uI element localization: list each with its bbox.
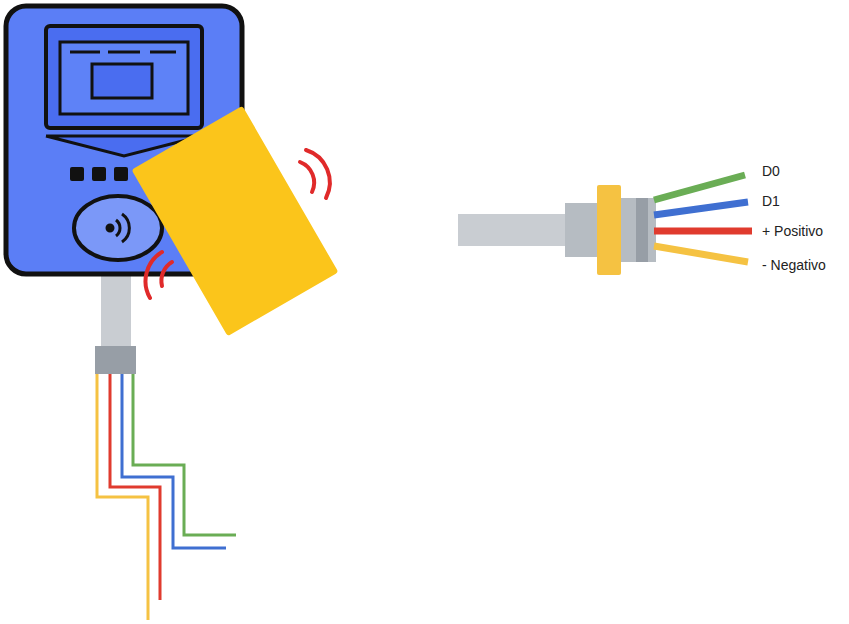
radio-waves [146, 150, 330, 298]
reader-wires [97, 374, 236, 620]
cable-wires [654, 175, 752, 262]
rfid-card [132, 106, 339, 336]
signal-label: D0 [762, 163, 780, 179]
signal-label: + Positivo [762, 223, 823, 239]
screen-window [92, 64, 152, 98]
cable-connector [95, 346, 136, 374]
button [70, 167, 84, 181]
nfc-symbol [107, 214, 129, 242]
wire-positive [654, 228, 752, 235]
wire-d0 [133, 374, 236, 535]
cable-gland [565, 203, 601, 257]
wire-negative [654, 246, 748, 262]
gland-nut [597, 185, 621, 275]
screen-inner [60, 42, 188, 114]
wire-d1 [654, 202, 748, 215]
signal-label: - Negativo [762, 257, 826, 273]
wire-d1 [122, 374, 226, 548]
cable-gland [620, 198, 656, 262]
button [92, 167, 106, 181]
signal-label: D1 [762, 193, 780, 209]
reader-cable [101, 272, 131, 348]
wire-positive [110, 374, 160, 600]
nfc-pad [74, 196, 162, 260]
cable [458, 214, 570, 246]
reader-screen [46, 26, 202, 128]
wire-d0 [654, 175, 745, 200]
button [114, 167, 128, 181]
